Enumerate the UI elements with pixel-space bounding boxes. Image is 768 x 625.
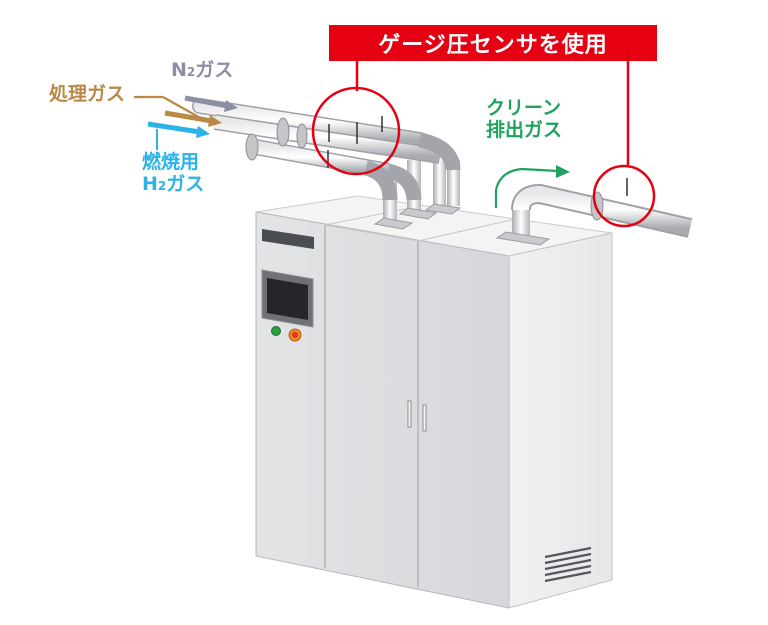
callout-circle-left [311,86,401,176]
name-plate [262,229,314,249]
exhaust-line2: 排出ガス [486,118,563,141]
callout-circle-right [592,164,656,228]
gas-arrows [134,95,570,208]
callout-markers [311,61,656,228]
cabinet-left-face [255,211,510,609]
h2-fuel-gas-label: 燃焼用 H2ガス [142,151,205,196]
process-gas-label: 処理ガス [49,83,126,105]
n2-sub: 2 [186,65,196,79]
touch-panel-icon [261,269,314,328]
exhaust-line1: クリーン [486,97,562,119]
vent-grille [544,546,592,583]
gauge-sensor-callout: ゲージ圧センサを使用 [329,25,657,61]
n2-gas-label: N2ガス [171,59,234,82]
n2-main: N [171,59,187,81]
door-handle-right [422,404,427,432]
gauge-pressure-sensor-icon [327,116,383,168]
green-lamp-icon [271,326,281,336]
clean-exhaust-gas-label: クリーン 排出ガス [486,97,563,142]
n2-suffix: ガス [195,59,234,81]
inlet-pipes [192,98,462,230]
door-handle-left [407,400,412,428]
red-stop-button-icon [288,328,302,342]
cabinet [255,195,613,609]
h2-line1: 燃焼用 [142,151,200,173]
cabinet-right-face [508,232,613,609]
h2-line2: H2ガス [142,172,205,195]
